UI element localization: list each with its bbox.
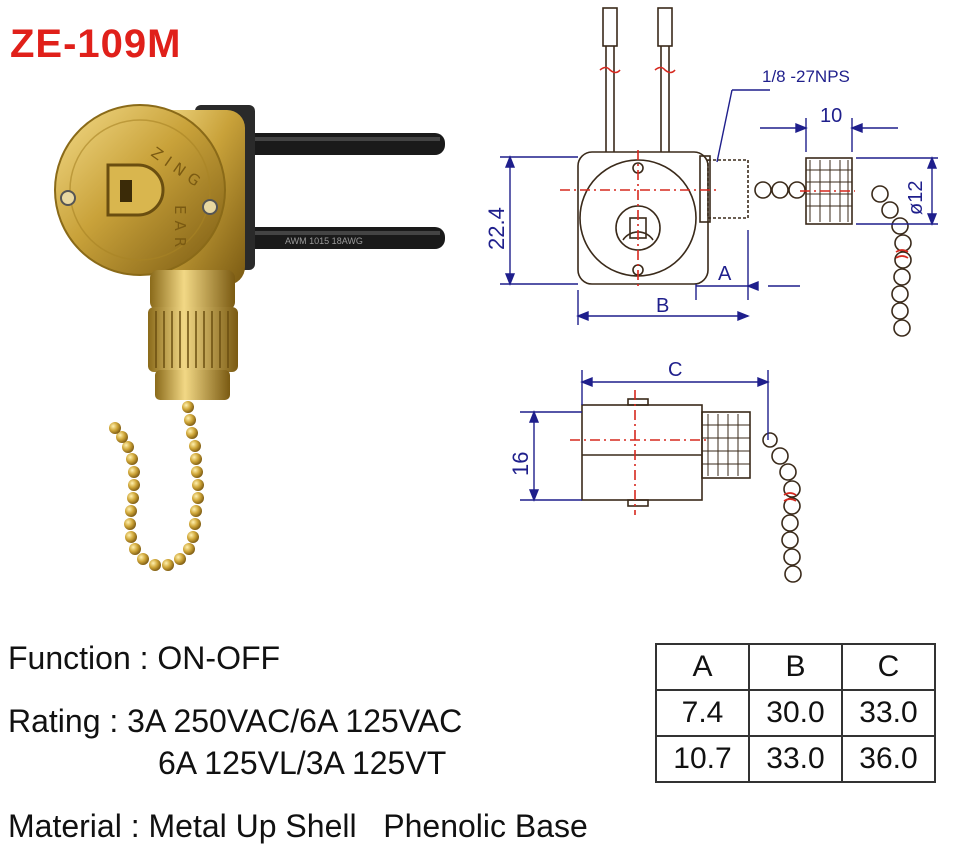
dim-B-label: B (656, 295, 669, 317)
knurled-nut (148, 307, 238, 372)
table-cell: 33.0 (748, 735, 843, 783)
spec-material: Material : Metal Up Shell Phenolic Base (8, 808, 588, 844)
dimension-table: A B C 7.4 30.0 33.0 10.7 33.0 36.0 (655, 643, 936, 783)
lead-wires: AWM 1015 18AWG (230, 133, 445, 249)
table-row: 7.4 30.0 33.0 (655, 689, 936, 737)
dim-22-4-label: 22.4 (484, 207, 509, 250)
screw-icon (202, 199, 218, 215)
brand-line-2: EAR (171, 205, 189, 253)
spec-rating-continued: 6A 125VL/3A 125VT (158, 745, 447, 781)
bushing (707, 159, 749, 219)
spec-function: Function : ON-OFF (8, 640, 281, 676)
table-header-A: A (655, 643, 750, 691)
table-row: 10.7 33.0 36.0 (655, 735, 936, 783)
spec-rating: Rating : 3A 250VAC/6A 125VAC (8, 703, 463, 739)
table-cell: 33.0 (841, 689, 936, 737)
rotor-slot (106, 163, 165, 217)
table-cell: 7.4 (655, 689, 750, 737)
dim-10-label: 10 (820, 105, 842, 127)
table-header-B: B (748, 643, 843, 691)
table-header-C: C (841, 643, 936, 691)
dim-C-label: C (668, 359, 682, 381)
side-view-body (581, 404, 703, 501)
dim-A-label: A (718, 263, 732, 285)
table-cell: 36.0 (841, 735, 936, 783)
technical-drawing: 1/8 -27NPS 10 22.4 ø12 A B C 16 (484, 7, 938, 583)
thread-label: 1/8 -27NPS (762, 67, 850, 86)
table-cell: 10.7 (655, 735, 750, 783)
dim-16-label: 16 (508, 452, 533, 476)
table-header-row: A B C (655, 643, 936, 691)
cable-print: AWM 1015 18AWG (285, 236, 363, 246)
dim-d12-label: ø12 (905, 181, 927, 215)
switch-photo: AWM 1015 18AWG ZING EAR (54, 104, 445, 571)
screw-icon (60, 190, 76, 206)
product-title: ZE-109M (10, 22, 182, 66)
table-cell: 30.0 (748, 689, 843, 737)
pull-chain (109, 401, 204, 571)
